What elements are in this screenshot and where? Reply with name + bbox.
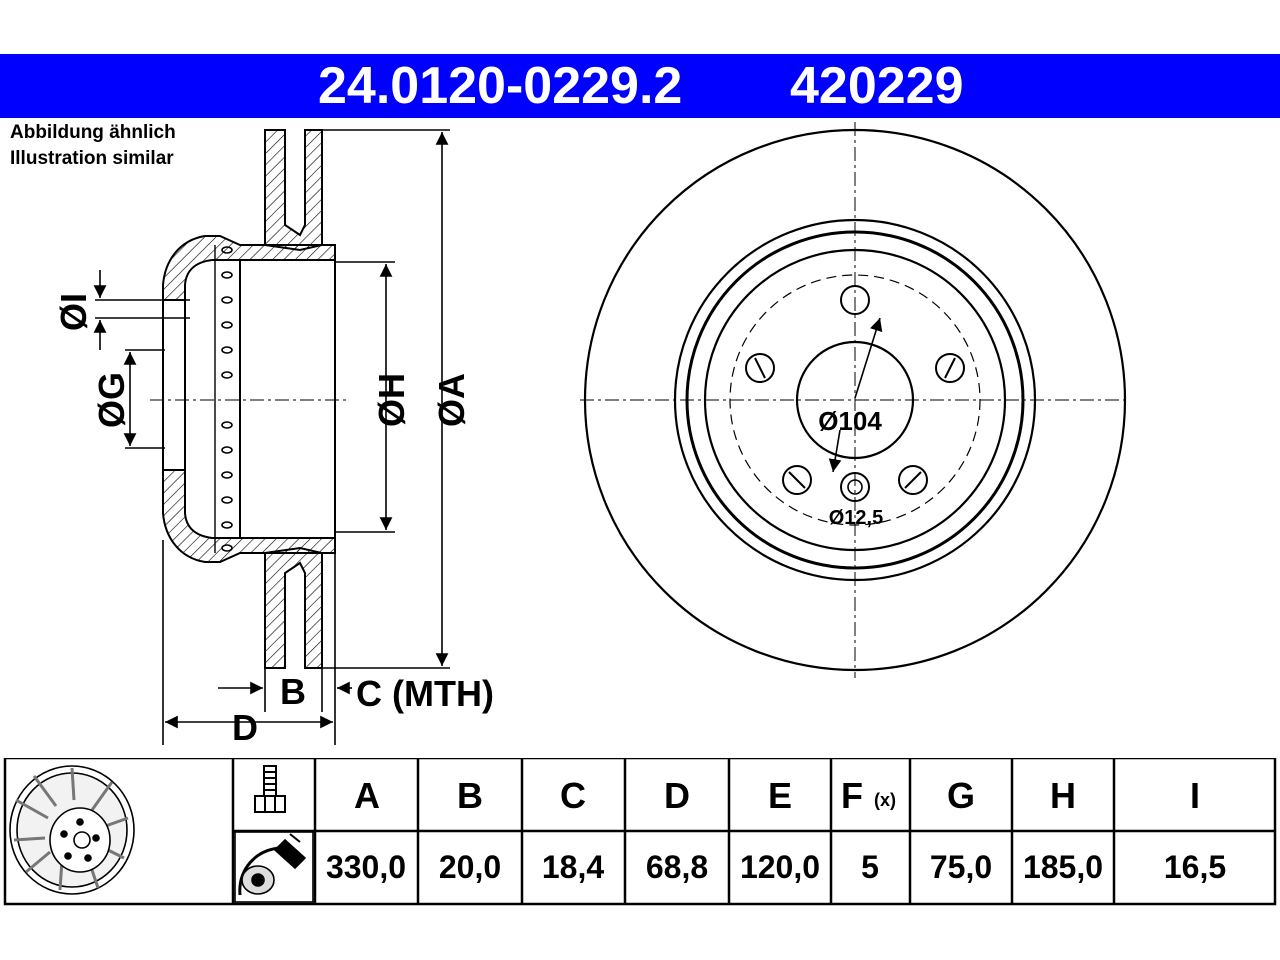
note-german: Abbildung ähnlich: [10, 122, 176, 143]
value-c: 18,4: [542, 849, 604, 885]
hat-upper: [162, 235, 336, 301]
value-d: 68,8: [646, 849, 708, 885]
value-h: 185,0: [1023, 849, 1103, 885]
dim-label-b: B: [280, 671, 306, 712]
dim-label-c: C (MTH): [356, 673, 494, 714]
front-view: [580, 122, 1130, 678]
bolt-thread-icon: [234, 831, 314, 903]
value-i: 16,5: [1164, 849, 1226, 885]
side-section-view: [150, 129, 350, 669]
hat-lower: [162, 469, 336, 563]
header-h: H: [1050, 775, 1076, 816]
brake-disc-icon: [9, 765, 135, 895]
value-f: 5: [861, 849, 879, 885]
header-f-suffix: (x): [874, 790, 896, 810]
header-c: C: [560, 775, 586, 816]
value-a: 330,0: [326, 849, 406, 885]
dim-label-d: D: [232, 707, 258, 748]
header-e: E: [768, 775, 792, 816]
dim-label-a: ØA: [431, 373, 472, 427]
header-d: D: [664, 775, 690, 816]
value-b: 20,0: [439, 849, 501, 885]
note-english: Illustration similar: [10, 148, 174, 169]
friction-ring-lower: [264, 546, 323, 669]
technical-drawing: ØI ØG ØH ØA B C (MTH) D: [53, 122, 1130, 748]
header-b: B: [457, 775, 483, 816]
center-bore-label: Ø104: [818, 406, 882, 436]
hole-size-label: Ø12,5: [829, 507, 883, 529]
article-code: 420229: [790, 57, 964, 115]
side-dimensions: [93, 129, 450, 745]
value-g: 75,0: [930, 849, 992, 885]
vent-holes: [221, 246, 233, 552]
dim-label-g: ØG: [91, 372, 132, 428]
header-f: F: [841, 775, 863, 816]
part-number: 24.0120-0229.2: [318, 57, 683, 115]
dim-label-i: ØI: [53, 293, 94, 331]
dim-label-h: ØH: [371, 373, 412, 427]
locating-hole: [840, 472, 870, 502]
friction-ring-upper: [264, 129, 323, 252]
value-e: 120,0: [740, 849, 820, 885]
bolt-icon: [254, 765, 286, 813]
header-g: G: [947, 775, 975, 816]
header-a: A: [354, 775, 380, 816]
header-i: I: [1190, 775, 1200, 816]
bolt-holes: [745, 285, 965, 495]
title-bar: 24.0120-0229.2 420229: [0, 54, 1280, 118]
spec-table: A B C D E F (x) G H I 330,0 20,0 18,4 68…: [3, 758, 1277, 906]
